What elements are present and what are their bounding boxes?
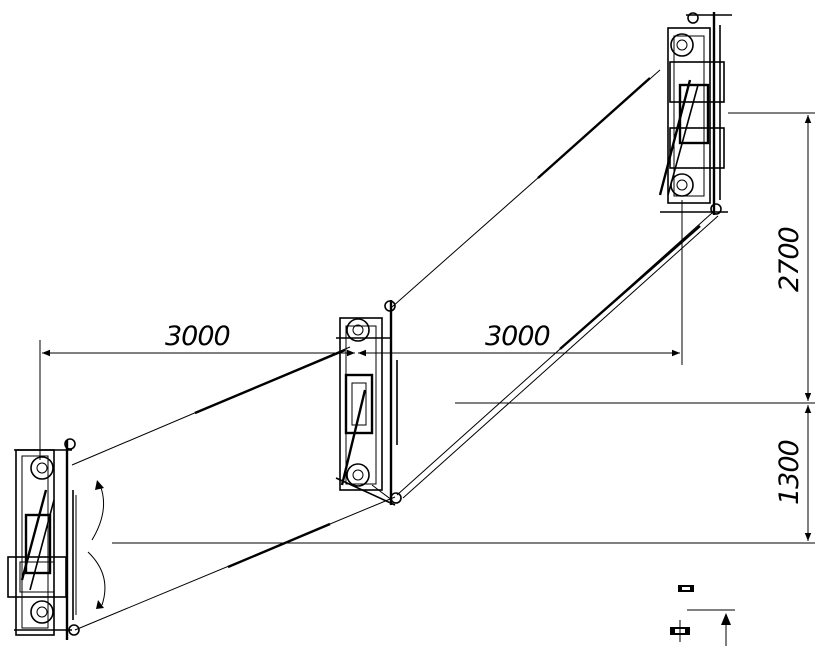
- dimension-3000-right: 3000: [485, 321, 550, 352]
- dimension-2700: 2700: [774, 227, 805, 292]
- section-markers: [670, 585, 735, 646]
- middle-carriage-unit: [335, 300, 402, 506]
- linkage-arms: [71, 69, 719, 631]
- dimension-3000-left: 3000: [165, 321, 230, 352]
- left-carriage-unit: [7, 438, 106, 640]
- top-right-carriage-unit: [658, 12, 732, 215]
- dimension-1300: 1300: [774, 440, 805, 505]
- dimension-lines: [39, 112, 815, 544]
